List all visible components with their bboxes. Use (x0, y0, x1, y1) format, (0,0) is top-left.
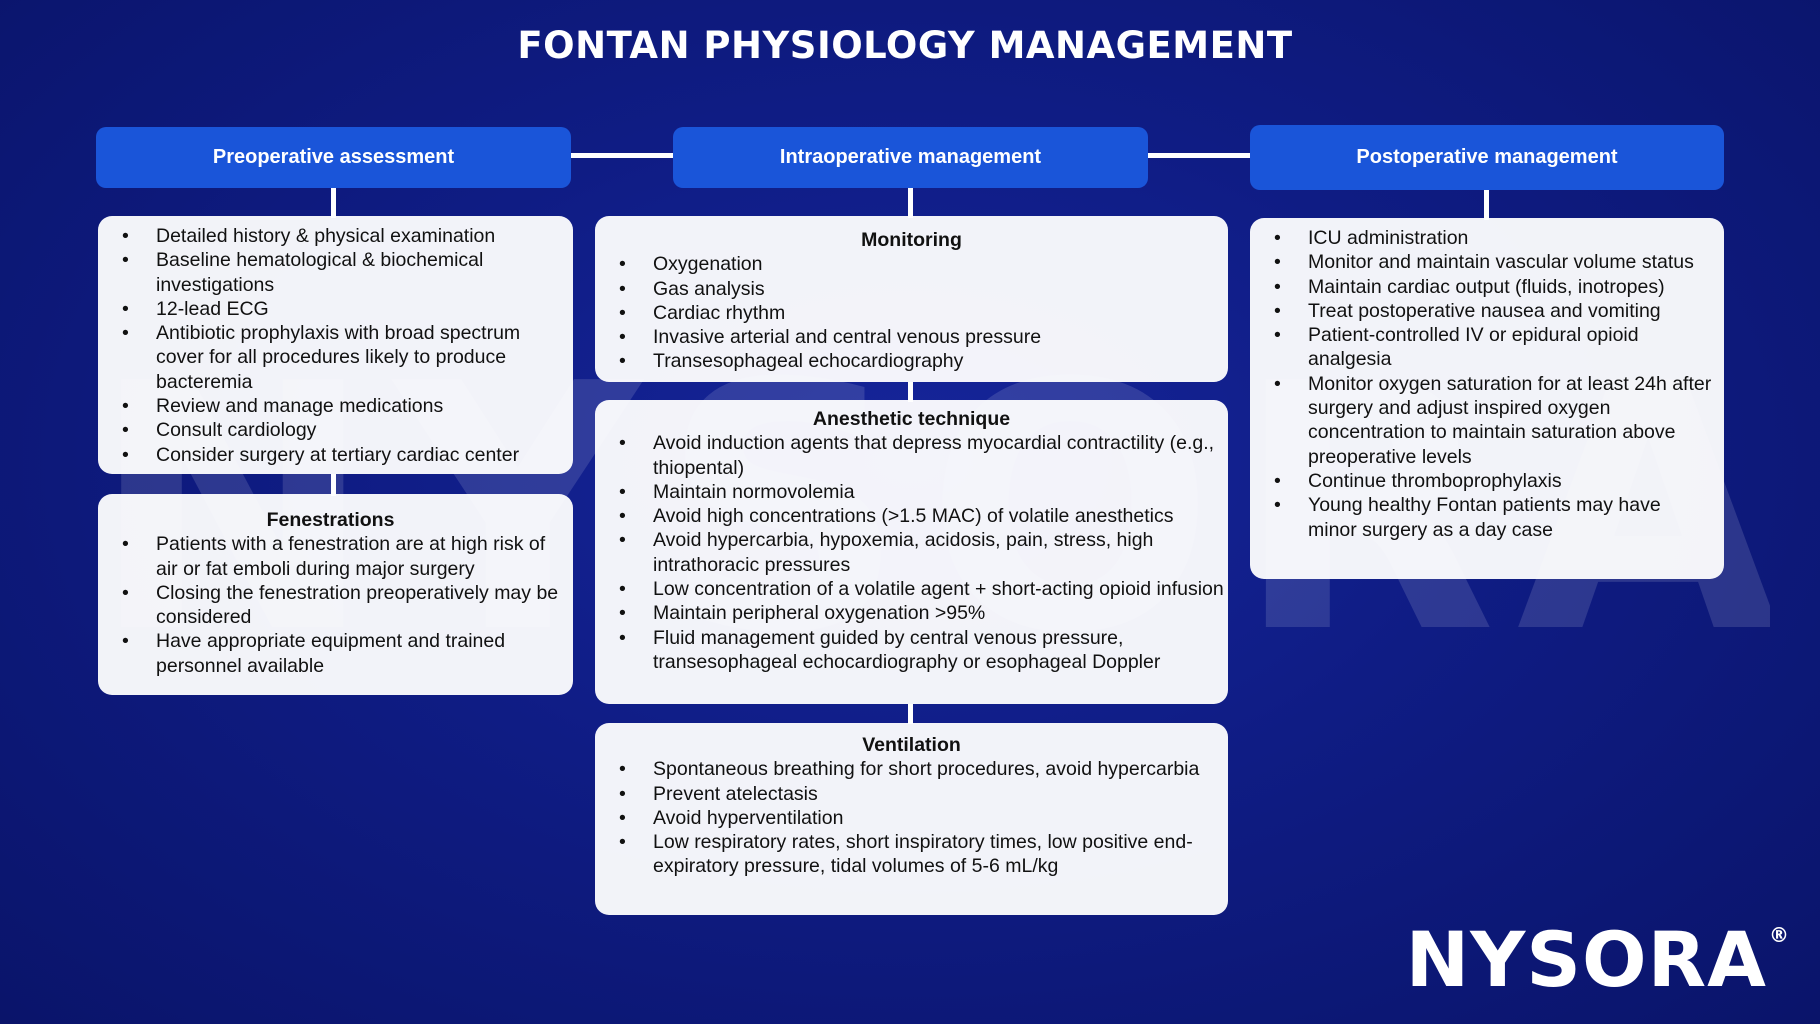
list-item: Patients with a fenestration are at high… (98, 532, 563, 581)
anesthetic-list: Avoid induction agents that depress myoc… (595, 431, 1228, 674)
list-item: Transesophageal echocardiography (595, 349, 1228, 374)
list-item: Maintain peripheral oxygenation >95% (595, 601, 1228, 626)
header-intraoperative: Intraoperative management (673, 127, 1148, 188)
anesthetic-heading: Anesthetic technique (812, 408, 1011, 430)
connector-pre-header-box (331, 188, 336, 218)
list-item: 12-lead ECG (98, 297, 573, 322)
list-item: Continue thromboprophylaxis (1250, 469, 1714, 494)
list-item: ICU administration (1250, 226, 1714, 251)
fenestrations-heading: Fenestrations (266, 509, 395, 531)
connector-post-header-box (1484, 190, 1489, 220)
list-item: Gas analysis (595, 277, 1228, 302)
list-item: Baseline hematological & biochemical inv… (98, 248, 573, 297)
list-item: Monitor oxygen saturation for at least 2… (1250, 372, 1714, 469)
connector-header-intra-post (1148, 153, 1250, 158)
list-item: Oxygenation (595, 252, 1228, 277)
list-item: Young healthy Fontan patients may have m… (1250, 493, 1714, 542)
list-item: Consult cardiology (98, 418, 573, 443)
list-item: Review and manage medications (98, 394, 573, 419)
registered-mark: ® (1769, 923, 1790, 947)
preoperative-box: Detailed history & physical examination … (98, 216, 573, 474)
logo-text: NYSORA (1405, 915, 1767, 1004)
list-item: Treat postoperative nausea and vomiting (1250, 299, 1714, 324)
fenestrations-list: Patients with a fenestration are at high… (98, 532, 563, 678)
ventilation-box: Ventilation Spontaneous breathing for sh… (595, 723, 1228, 915)
connector-header-pre-intra (571, 153, 673, 158)
monitoring-list: Oxygenation Gas analysis Cardiac rhythm … (595, 252, 1228, 374)
list-item: Maintain cardiac output (fluids, inotrop… (1250, 275, 1714, 300)
list-item: Fluid management guided by central venou… (595, 626, 1228, 675)
list-item: Monitor and maintain vascular volume sta… (1250, 250, 1714, 275)
postoperative-list: ICU administration Monitor and maintain … (1250, 226, 1714, 542)
connector-intra-header-monitoring (908, 188, 913, 218)
connector-pre-box-fenestrations (331, 474, 336, 496)
fenestrations-box: Fenestrations Patients with a fenestrati… (98, 494, 573, 695)
list-item: Avoid hypercarbia, hypoxemia, acidosis, … (595, 528, 1228, 577)
list-item: Have appropriate equipment and trained p… (98, 629, 563, 678)
list-item: Closing the fenestration preoperatively … (98, 581, 563, 630)
list-item: Prevent atelectasis (595, 782, 1228, 807)
connector-monitoring-anesthetic (908, 382, 913, 402)
header-postoperative: Postoperative management (1250, 125, 1724, 190)
list-item: Avoid hyperventilation (595, 806, 1228, 831)
ventilation-list: Spontaneous breathing for short procedur… (595, 757, 1228, 878)
postoperative-box: ICU administration Monitor and maintain … (1250, 218, 1724, 579)
anesthetic-technique-box: Anesthetic technique Avoid induction age… (595, 400, 1228, 704)
list-item: Avoid induction agents that depress myoc… (595, 431, 1228, 480)
list-item: Low concentration of a volatile agent + … (595, 577, 1228, 602)
page-title: FONTAN PHYSIOLOGY MANAGEMENT (517, 24, 1293, 67)
connector-anesthetic-ventilation (908, 704, 913, 724)
list-item: Detailed history & physical examination (98, 224, 573, 249)
list-item: Patient-controlled IV or epidural opioid… (1250, 323, 1714, 372)
header-preoperative: Preoperative assessment (96, 127, 571, 188)
list-item: Maintain normovolemia (595, 480, 1228, 505)
preoperative-list: Detailed history & physical examination … (98, 224, 573, 467)
list-item: Avoid high concentrations (>1.5 MAC) of … (595, 504, 1228, 529)
list-item: Cardiac rhythm (595, 301, 1228, 326)
list-item: Consider surgery at tertiary cardiac cen… (98, 443, 573, 468)
nysora-logo: NYSORA® (1406, 915, 1790, 1004)
monitoring-heading: Monitoring (861, 229, 962, 251)
ventilation-heading: Ventilation (862, 734, 961, 756)
list-item: Low respiratory rates, short inspiratory… (595, 830, 1228, 879)
list-item: Spontaneous breathing for short procedur… (595, 757, 1228, 782)
list-item: Invasive arterial and central venous pre… (595, 325, 1228, 350)
monitoring-box: Monitoring Oxygenation Gas analysis Card… (595, 216, 1228, 382)
list-item: Antibiotic prophylaxis with broad spectr… (98, 321, 573, 394)
